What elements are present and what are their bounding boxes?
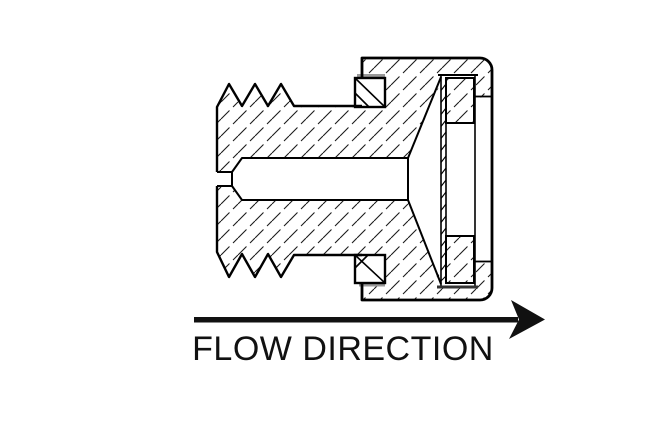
slot-lines — [437, 74, 491, 289]
sleeve-hatch-ticks — [440, 83, 447, 282]
outlet-opening — [476, 97, 491, 261]
flow-direction-label: FLOW DIRECTION — [192, 330, 494, 368]
cavity-outline — [217, 76, 442, 285]
arrow-shaft — [194, 317, 518, 323]
seal-top — [353, 74, 387, 109]
retainer-block-bottom — [445, 235, 475, 284]
center-bore-cavity — [217, 75, 444, 287]
flow-direction-arrow — [194, 300, 545, 339]
thread-profile-outline — [215, 82, 362, 279]
arrow-head-icon — [509, 300, 545, 339]
retainer-block-top — [445, 77, 475, 124]
seal-bottom — [353, 253, 387, 287]
head-outline — [360, 56, 494, 302]
